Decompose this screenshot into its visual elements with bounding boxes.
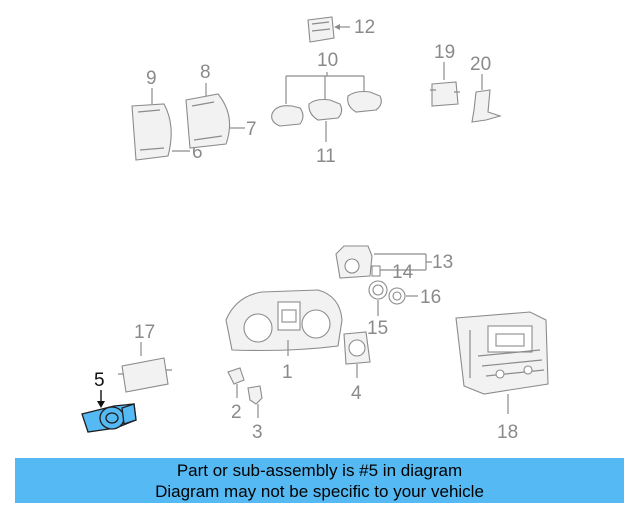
callout-7: 7 [246,119,257,140]
banner-line-part: Part or sub-assembly is #5 in diagram [176,460,463,480]
part-3[interactable] [247,385,263,405]
part-16[interactable] [388,287,406,305]
info-banner: Part or sub-assembly is #5 in diagram Di… [15,458,624,503]
callout-9: 9 [146,68,157,89]
part-20[interactable] [471,89,502,123]
callout-11: 11 [316,146,336,167]
callout-13: 13 [432,252,453,273]
callout-8: 8 [200,62,211,83]
part-2[interactable] [227,367,245,385]
part-14[interactable] [371,265,381,277]
part-15-ring[interactable] [368,280,388,300]
part-10-left[interactable] [271,105,304,127]
callout-6: 6 [192,142,203,163]
part-17[interactable] [118,357,172,393]
callout-16: 16 [420,287,441,308]
bracket-13 [374,253,432,271]
parts-diagram: 12 10 11 19 20 9 6 8 7 [81,16,549,443]
part-10-right[interactable] [347,90,382,113]
part-10-mid[interactable] [308,98,343,121]
callout-20: 20 [470,54,491,75]
arrow-12 [334,24,340,30]
callout-5: 5 [94,370,105,391]
part-8[interactable] [185,93,231,149]
part-13[interactable] [335,245,373,279]
part-4[interactable] [343,331,371,365]
part-1-instrument-cluster[interactable] [225,289,343,352]
callout-12: 12 [354,17,375,38]
callout-14: 14 [392,262,414,283]
part-18-control-panel[interactable] [455,311,549,395]
bracket-10 [285,72,365,104]
part-5-headlamp-switch[interactable] [81,403,137,433]
callout-15: 15 [367,318,388,339]
part-19[interactable] [430,81,460,107]
part-12[interactable] [307,16,335,43]
callout-3: 3 [252,422,263,443]
callout-19: 19 [434,42,455,63]
callout-2: 2 [231,402,242,423]
arrow-5 [97,401,105,408]
callout-10: 10 [317,50,338,71]
callout-4: 4 [351,383,362,404]
callout-17: 17 [134,322,155,343]
callout-1: 1 [282,362,293,383]
banner-line-disclaimer: Diagram may not be specific to your vehi… [155,481,484,501]
callout-18: 18 [497,422,518,443]
part-9[interactable] [131,103,172,161]
